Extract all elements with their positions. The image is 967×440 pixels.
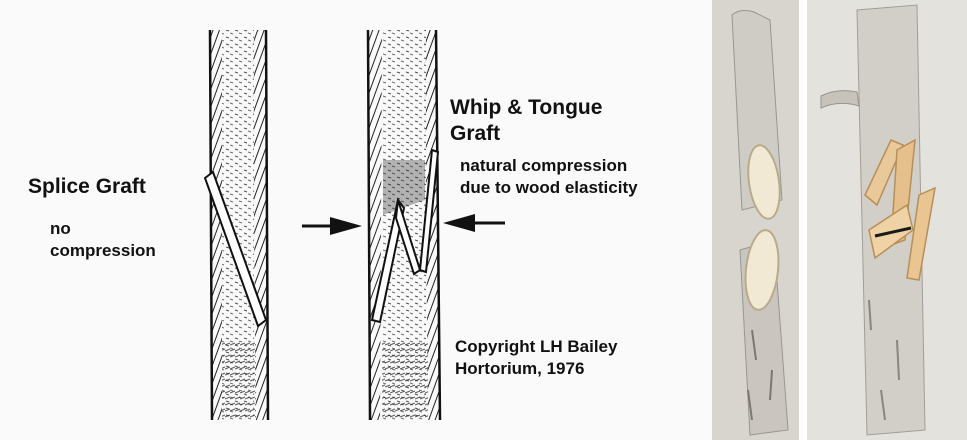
splice-graft-note-line2: compression [50,240,156,261]
photo-divider [799,0,807,440]
illustration-panel: Splice Graft no compression Whip & Tongu… [0,0,712,440]
splice-graft-stem [205,30,268,420]
whip-tongue-note-line1: natural compression [460,155,627,176]
copyright-line1: Copyright LH Bailey [455,336,617,357]
right-compression-arrow [443,214,505,232]
splice-graft-note-line1: no [50,218,71,239]
splice-cut-stems-image [712,0,799,440]
photo-splice-cut-pieces [712,0,799,440]
splice-graft-title: Splice Graft [28,175,146,199]
joined-graft-stem-image [807,0,967,440]
left-compression-arrow [302,217,362,235]
photo-whip-tongue-joined [807,0,967,440]
whip-tongue-title-line1: Whip & Tongue [450,96,602,120]
whip-tongue-graft-stem [368,30,440,420]
whip-tongue-note-line2: due to wood elasticity [460,177,638,198]
whip-tongue-title-line2: Graft [450,122,500,146]
copyright-line2: Hortorium, 1976 [455,358,584,379]
graft-illustration [0,0,712,440]
